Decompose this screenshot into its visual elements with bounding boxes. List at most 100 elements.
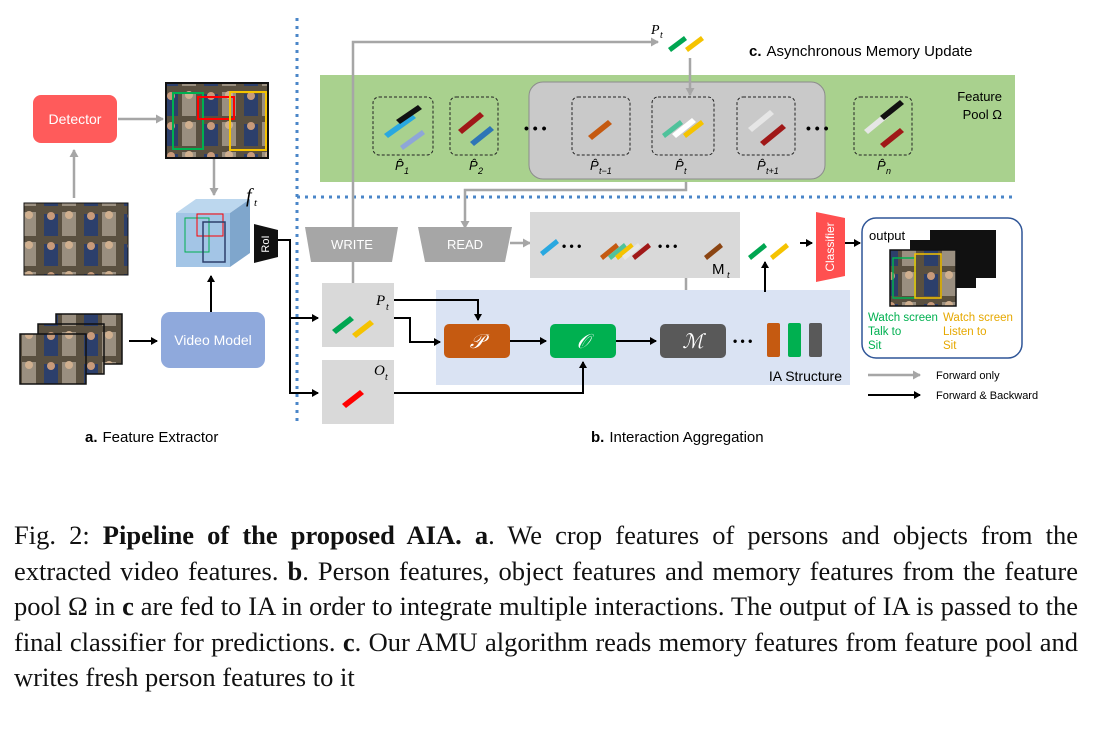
caption-title: Pipeline of the proposed AIA. bbox=[102, 520, 462, 550]
output-yellow-labels: Watch screen Listen to Sit bbox=[943, 312, 1013, 352]
pool-label-t+1: P̂ bbox=[757, 158, 766, 173]
pt-top-label: P bbox=[650, 23, 660, 38]
ia-mini-p bbox=[767, 323, 780, 357]
pt-top-sub: t bbox=[660, 30, 663, 41]
video-model-label: Video Model bbox=[174, 332, 252, 348]
roi-label: RoI bbox=[260, 235, 272, 252]
section-c-letter: c. bbox=[749, 43, 762, 60]
figure-caption: Fig. 2: Pipeline of the proposed AIA. a.… bbox=[14, 518, 1078, 696]
pool-dots-2: • • • bbox=[806, 120, 829, 136]
caption-c1-text: are fed to IA in order to integrate mult… bbox=[14, 591, 1078, 657]
pool-label-1: P̂ bbox=[395, 158, 404, 173]
ia-structure-label: IA Structure bbox=[769, 368, 842, 384]
out-green-1: Watch screen bbox=[868, 312, 938, 324]
read-block bbox=[418, 227, 512, 262]
out-yellow-2: Listen to bbox=[943, 326, 986, 338]
pool-cell-n bbox=[853, 96, 913, 156]
section-a-letter: a. bbox=[85, 429, 98, 446]
section-b-title: b. Interaction Aggregation bbox=[591, 429, 764, 446]
caption-c2-text: . Our AMU algorithm reads memory feature… bbox=[14, 626, 1078, 693]
ia-mini-m bbox=[809, 323, 822, 357]
video-model-box bbox=[161, 312, 265, 368]
op-m-label: ℳ bbox=[682, 331, 706, 353]
keyframe-image bbox=[23, 202, 129, 276]
ot-label: O bbox=[374, 363, 385, 379]
caption-b-text: . Person features, object features and m… bbox=[14, 555, 1078, 622]
read-arrow bbox=[460, 182, 688, 229]
section-a-title: a. Feature Extractor bbox=[85, 429, 218, 446]
pool-sub-1: 1 bbox=[404, 166, 409, 176]
classifier-label: Classifier bbox=[823, 222, 837, 271]
mt-features: • • • • • • bbox=[540, 239, 723, 260]
roi-block bbox=[254, 224, 278, 263]
pool-label-n: P̂ bbox=[877, 158, 886, 173]
caption-b: b bbox=[287, 555, 303, 586]
mt-label: M bbox=[712, 261, 725, 278]
section-b-letter: b. bbox=[591, 429, 604, 446]
detector-label: Detector bbox=[49, 111, 102, 127]
write-label: WRITE bbox=[331, 237, 373, 252]
mt-sub: t bbox=[727, 270, 730, 281]
pipeline-figure: Feature Pool Ω • • • • • • P̂ 1 P̂ bbox=[19, 18, 1038, 446]
feature-pool-label: Feature bbox=[957, 89, 1002, 104]
pt-to-p-arrow2 bbox=[394, 317, 441, 346]
feature-pool-label2: Pool Ω bbox=[963, 107, 1003, 122]
section-a-text: Feature Extractor bbox=[103, 429, 219, 446]
section-c-title: c.Asynchronous Memory Update bbox=[749, 43, 972, 60]
pt-label: P bbox=[375, 293, 385, 309]
pool-cell-t bbox=[651, 96, 715, 156]
ft-sub: t bbox=[254, 197, 258, 209]
caption-c1: c bbox=[122, 591, 134, 622]
ot-sub: t bbox=[385, 372, 388, 383]
out-green-3: Sit bbox=[868, 340, 882, 352]
roi-to-pt-arrow bbox=[270, 239, 319, 322]
out-yellow-3: Sit bbox=[943, 340, 957, 352]
output-frames bbox=[889, 230, 996, 307]
pool-label-t: P̂ bbox=[675, 158, 684, 173]
object-interaction-op bbox=[550, 324, 616, 358]
classifier-block bbox=[816, 212, 845, 282]
pool-sub-n: n bbox=[886, 166, 891, 176]
output-green-labels: Watch screen Talk to Sit bbox=[868, 312, 938, 352]
pool-cell-2 bbox=[449, 96, 499, 156]
pt-sub: t bbox=[386, 302, 389, 313]
ia-dots: • • • bbox=[733, 334, 752, 348]
caption-a-text: . We crop features of persons and object… bbox=[14, 520, 1079, 586]
feature-cube bbox=[176, 199, 250, 267]
pool-sub-t+1: t+1 bbox=[766, 166, 779, 176]
legend-forward-label: Forward only bbox=[936, 370, 1000, 382]
out-green-2: Talk to bbox=[868, 326, 901, 338]
ia-output-features bbox=[748, 243, 789, 260]
pool-label-t-1: P̂ bbox=[590, 158, 599, 173]
ot-to-o-arrow bbox=[394, 361, 587, 394]
svg-text:• • •: • • • bbox=[658, 239, 677, 253]
pool-sub-t-1: t−1 bbox=[599, 166, 612, 176]
memory-interaction-op bbox=[660, 324, 726, 358]
pool-cell-t+1 bbox=[736, 96, 796, 156]
caption-prefix: Fig. 2: bbox=[14, 520, 103, 550]
roi-to-ot-arrow bbox=[289, 318, 319, 397]
svg-text:• • •: • • • bbox=[562, 239, 581, 253]
person-interaction-op bbox=[444, 324, 510, 358]
video-frames bbox=[19, 313, 123, 385]
section-b-text: Interaction Aggregation bbox=[609, 429, 763, 446]
caption-c2: c bbox=[342, 626, 355, 657]
write-up-arrow bbox=[351, 37, 659, 228]
caption-a: a bbox=[474, 520, 489, 550]
pool-labels: P̂ 1 P̂ 2 P̂ t−1 P̂ t P̂ t+1 P̂ n bbox=[395, 158, 891, 176]
pool-sub-2: 2 bbox=[477, 166, 483, 176]
pool-cell-1 bbox=[372, 96, 434, 156]
detector-box bbox=[33, 95, 117, 143]
pt-top-features bbox=[668, 36, 704, 52]
detection-image bbox=[165, 82, 269, 159]
pt-to-p-arrow bbox=[394, 299, 482, 321]
pool-sub-t: t bbox=[684, 166, 687, 176]
read-label: READ bbox=[447, 237, 483, 252]
write-block bbox=[305, 227, 398, 262]
out-yellow-1: Watch screen bbox=[943, 312, 1013, 324]
pool-cell-t-1 bbox=[571, 96, 631, 156]
pool-label-2: P̂ bbox=[469, 158, 478, 173]
ia-mini-o bbox=[788, 323, 801, 357]
output-label: output bbox=[869, 228, 906, 243]
legend-fb-label: Forward & Backward bbox=[936, 390, 1038, 402]
